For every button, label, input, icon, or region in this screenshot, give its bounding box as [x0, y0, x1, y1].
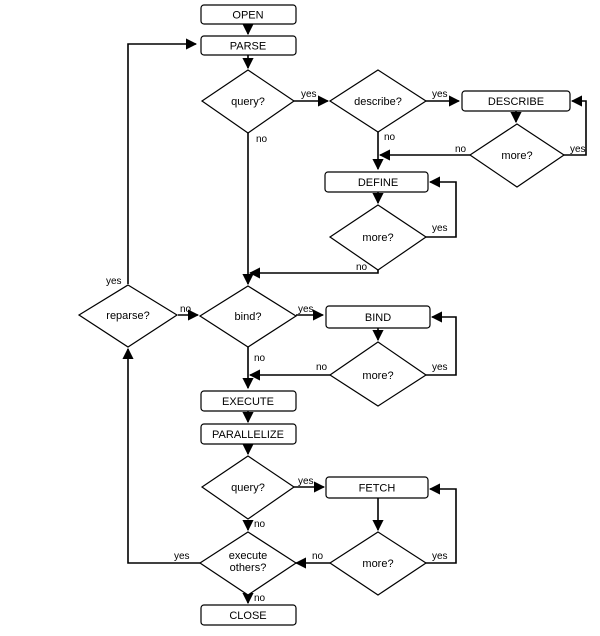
connectors — [122, 23, 587, 605]
edge-label-more-describe-yes: yes — [570, 144, 586, 155]
arrow-more-describe-loop — [564, 95, 587, 156]
box-define: DEFINE — [324, 171, 429, 193]
edge-label-more-fetch-no: no — [312, 551, 324, 562]
edge-labels: yes yes no no no yes yes no yes no yes n… — [106, 89, 586, 604]
edge-label-more-define-yes: yes — [432, 223, 448, 234]
arrow-execute-others-reparse — [122, 347, 200, 564]
arrow-more-fetch-loop — [426, 483, 457, 564]
box-open: OPEN — [200, 4, 297, 25]
edge-label-query-2-no: no — [254, 519, 266, 530]
decision-describe: describe? — [328, 69, 428, 133]
edge-label-more-bind-no: no — [316, 362, 328, 373]
label-parse: PARSE — [230, 41, 266, 53]
decision-more-bind: more? — [328, 341, 428, 407]
box-parse: PARSE — [200, 35, 297, 56]
label-define: DEFINE — [358, 177, 398, 189]
decision-bind: bind? — [198, 285, 298, 348]
edge-label-bind-yes: yes — [298, 304, 314, 315]
edge-label-execute-others-yes: yes — [174, 551, 190, 562]
box-bind: BIND — [325, 305, 431, 329]
decision-execute-others: execute others? — [198, 531, 298, 596]
label-close: CLOSE — [229, 610, 266, 622]
edge-label-query-no: no — [256, 134, 268, 145]
box-close: CLOSE — [200, 604, 297, 626]
decision-query-1: query? — [200, 69, 296, 134]
label-query-2: query? — [231, 482, 265, 494]
box-execute: EXECUTE — [200, 390, 297, 412]
decision-reparse: reparse? — [77, 284, 179, 348]
edge-label-reparse-yes: yes — [106, 276, 122, 287]
decision-more-fetch: more? — [328, 531, 428, 596]
edge-label-query-yes: yes — [301, 89, 317, 100]
decision-more-describe: more? — [468, 123, 566, 188]
edge-label-more-describe-no: no — [455, 144, 467, 155]
label-bind-q: bind? — [235, 311, 262, 323]
label-parallelize: PARALLELIZE — [212, 429, 284, 441]
edge-label-query-2-yes: yes — [298, 476, 314, 487]
edge-label-more-fetch-yes: yes — [432, 551, 448, 562]
arrow-reparse-yes-parse — [127, 38, 198, 284]
label-more-bind: more? — [362, 370, 393, 382]
box-fetch: FETCH — [325, 476, 429, 499]
label-open: OPEN — [232, 10, 263, 22]
label-execute: EXECUTE — [222, 396, 274, 408]
edge-label-reparse-no: no — [180, 304, 192, 315]
label-execute-others-2: others? — [230, 562, 267, 574]
edge-label-more-define-no: no — [356, 262, 368, 273]
label-describe-q: describe? — [354, 96, 402, 108]
edge-label-describe-yes: yes — [432, 89, 448, 100]
box-describe: DESCRIBE — [461, 90, 571, 112]
label-more-describe: more? — [501, 150, 532, 162]
decision-more-define: more? — [328, 204, 428, 271]
edge-label-bind-no: no — [254, 353, 266, 364]
label-more-define: more? — [362, 232, 393, 244]
box-parallelize: PARALLELIZE — [200, 423, 297, 445]
decision-query-2: query? — [200, 455, 296, 520]
edge-label-describe-no: no — [384, 132, 396, 143]
edge-label-more-bind-yes: yes — [432, 362, 448, 373]
label-more-fetch: more? — [362, 558, 393, 570]
label-execute-others-1: execute — [229, 550, 268, 562]
arrow-more-bind-loop — [426, 311, 457, 376]
arrow-more-define-no — [248, 267, 379, 279]
label-describe: DESCRIBE — [488, 96, 544, 108]
edge-label-execute-others-no: no — [254, 593, 266, 604]
label-query-1: query? — [231, 96, 265, 108]
label-fetch: FETCH — [359, 483, 396, 495]
label-bind: BIND — [365, 312, 391, 324]
arrow-more-define-loop — [426, 176, 457, 238]
label-reparse: reparse? — [106, 310, 149, 322]
